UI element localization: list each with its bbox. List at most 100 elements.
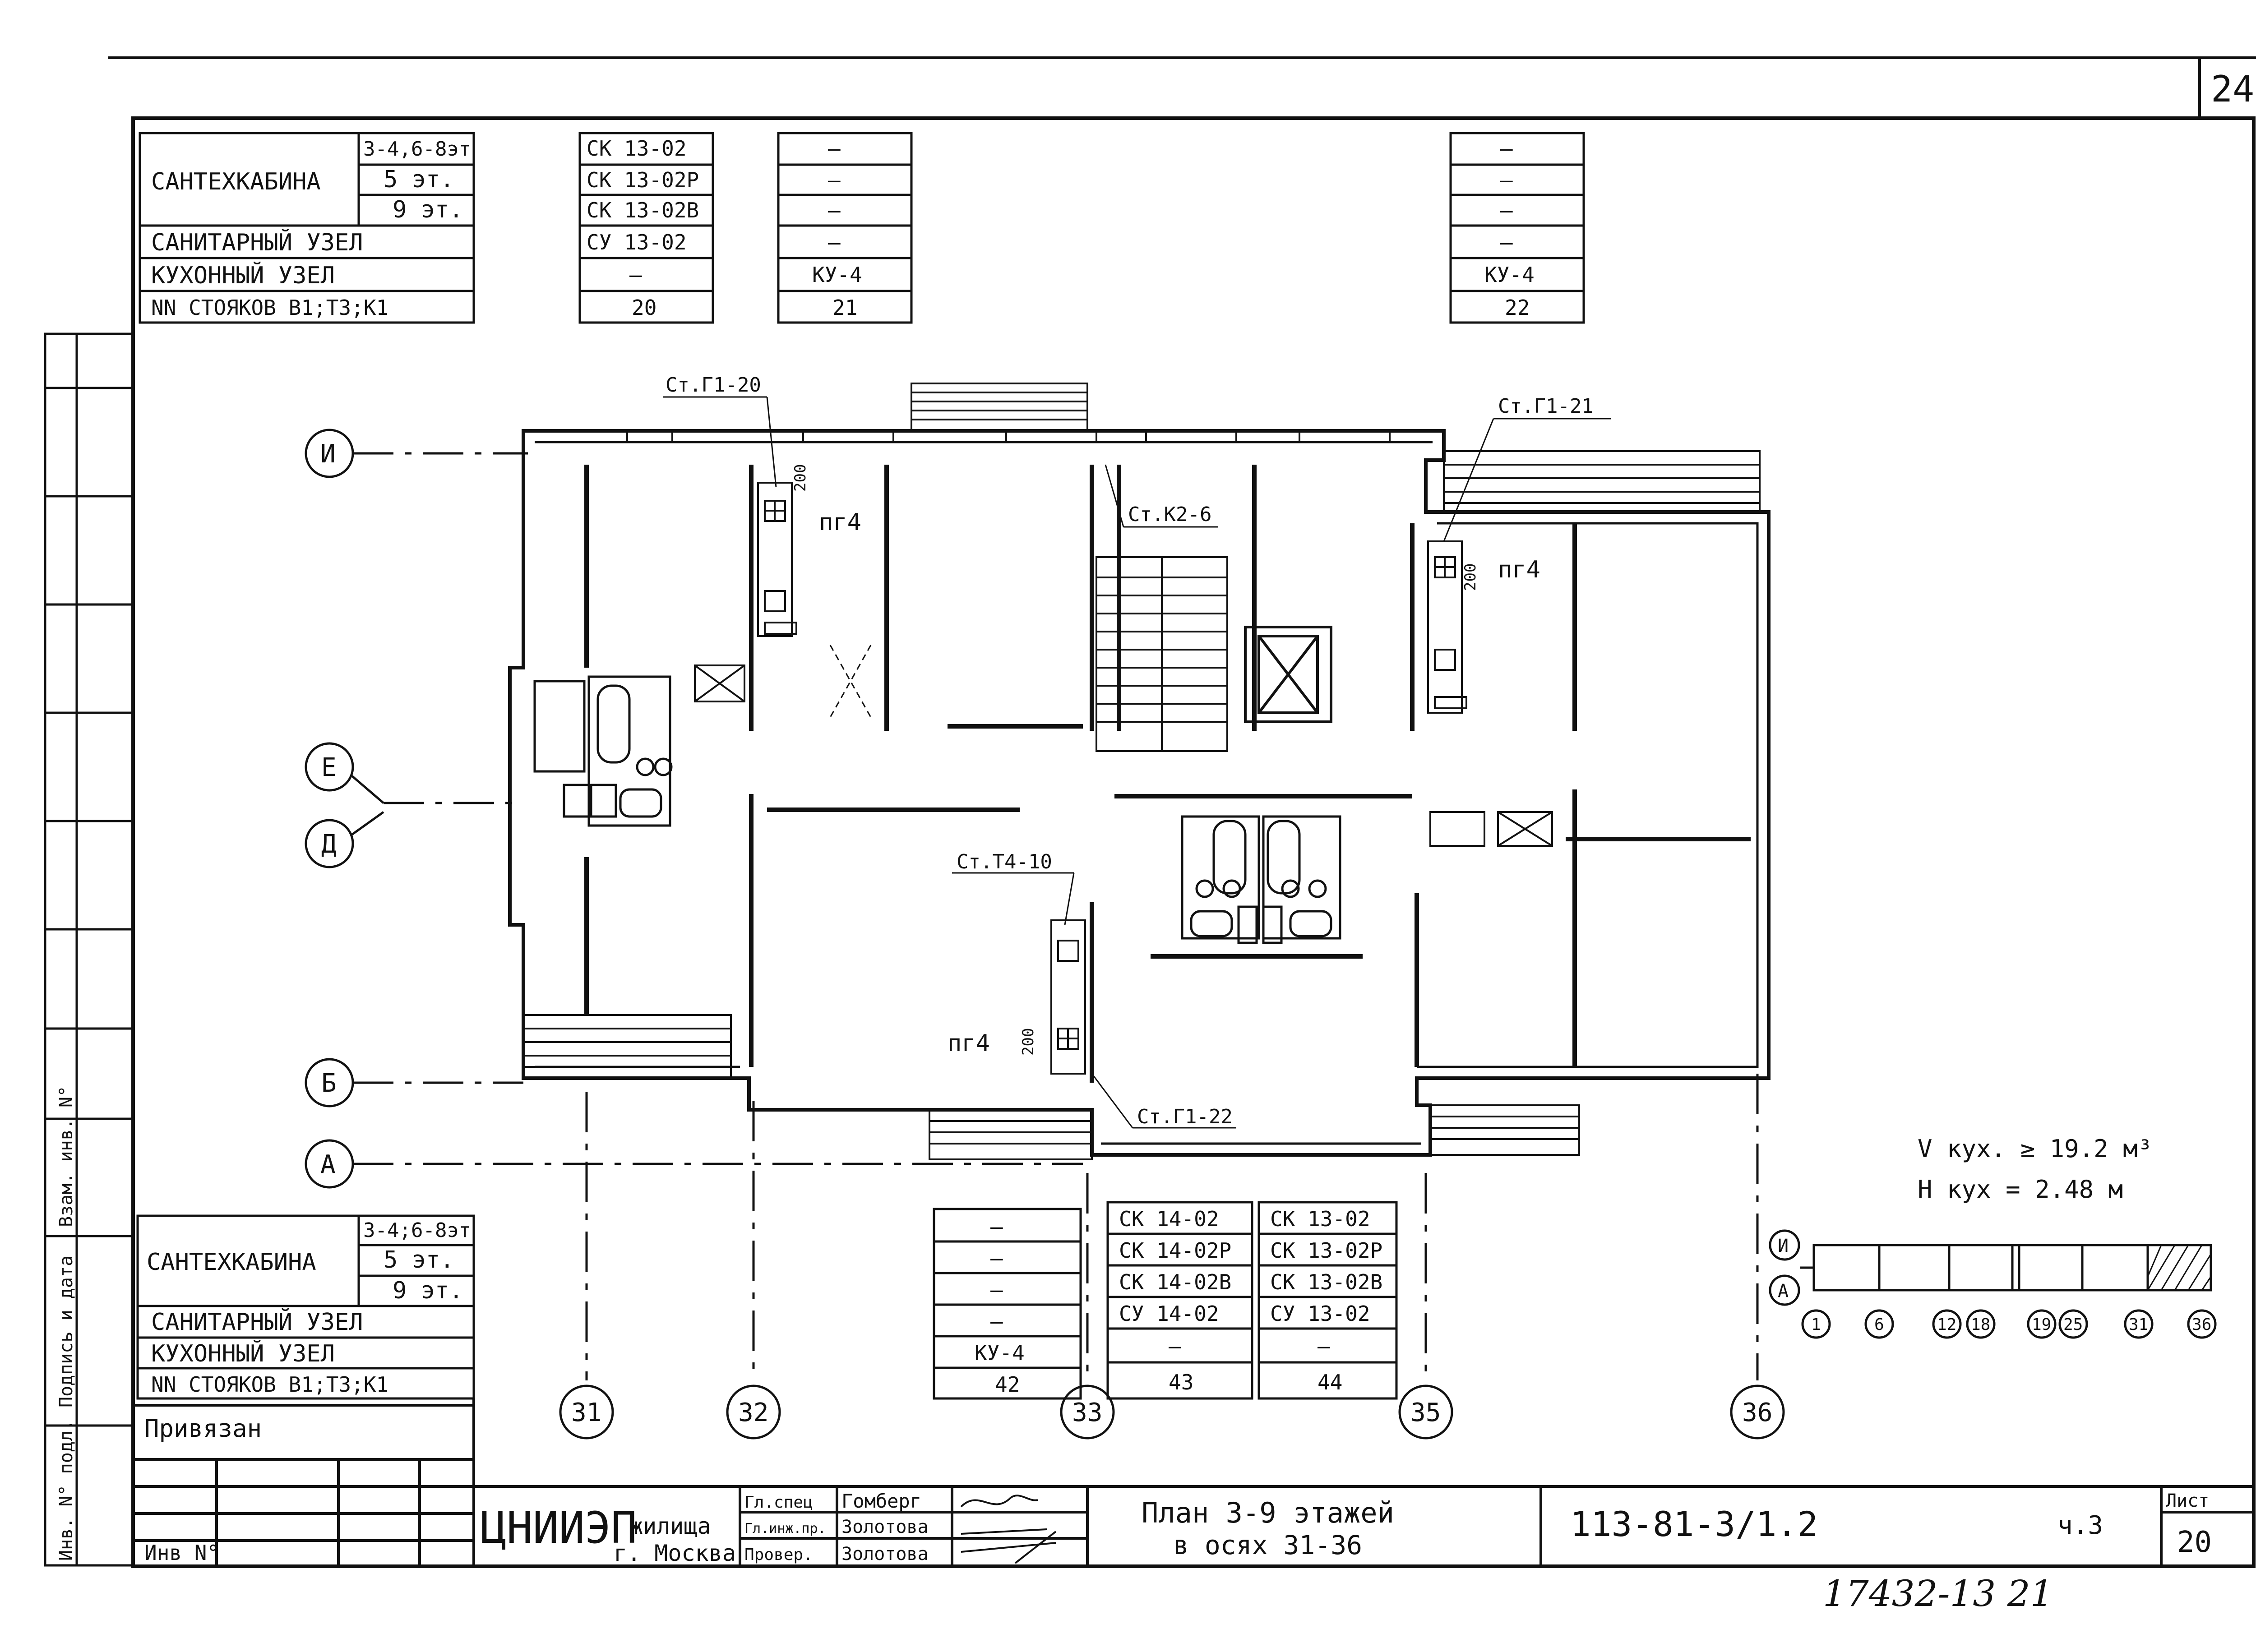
key-plan-hatch	[2147, 1244, 2212, 1291]
stamp-label-podl: Инв. N° подл.	[56, 1420, 77, 1561]
svg-text:18: 18	[1971, 1315, 1990, 1334]
axis-row-E: Е	[305, 742, 523, 804]
svg-text:Е: Е	[321, 753, 337, 782]
svg-text:20: 20	[632, 295, 656, 320]
org-main: ЦНИИЭП	[481, 1503, 637, 1553]
inv-label: Инв N°	[144, 1541, 219, 1565]
doc-code: 113-81-3/1.2	[1570, 1504, 1818, 1544]
svg-text:—: —	[828, 136, 841, 161]
title-block: Привязан Инв N° ЦНИИЭП жилища г. Москва …	[133, 1398, 2254, 1566]
top-balcony	[911, 383, 1088, 432]
org-city: г. Москва	[614, 1540, 736, 1566]
privyazan-label: Привязан	[144, 1414, 262, 1443]
svg-text:СК 13-02В: СК 13-02В	[587, 198, 699, 222]
tl-floor-3: 9 эт.	[393, 196, 463, 223]
bl-floor-1: 3-4;6-8эт	[363, 1219, 471, 1242]
svg-text:—: —	[990, 1309, 1003, 1334]
svg-text:СК 14-02: СК 14-02	[1119, 1207, 1219, 1231]
col-axes: 31 32 33 35 36	[559, 1074, 1785, 1440]
svg-text:—: —	[990, 1214, 1003, 1239]
svg-text:21: 21	[832, 295, 857, 320]
riser-g1-22: Ст.Г1-22	[1137, 1105, 1233, 1128]
axis-row-I: И	[305, 429, 528, 478]
tl-row-stoyaki: NN СТОЯКОВ В1;Т3;К1	[151, 295, 388, 320]
svg-text:36: 36	[1742, 1398, 1772, 1427]
door-swings	[829, 645, 872, 718]
table-bottom-col-42: — — — — КУ-4 42	[933, 1208, 1082, 1400]
svg-text:25: 25	[2063, 1315, 2083, 1334]
tl-row-sanuzel: САНИТАРНЫЙ УЗЕЛ	[151, 229, 363, 256]
svg-text:—: —	[629, 263, 642, 287]
vent-shafts	[694, 664, 1553, 847]
svg-text:12: 12	[1937, 1315, 1956, 1334]
table-bottom-col-44: СК 13-02 СК 13-02Р СК 13-02В СУ 13-02 — …	[1257, 1201, 1398, 1400]
svg-text:22: 22	[1505, 295, 1530, 320]
svg-text:СК 13-02: СК 13-02	[1270, 1207, 1370, 1231]
sheet-number: 20	[2177, 1526, 2212, 1559]
role-1: Гл.спец	[744, 1493, 813, 1512]
svg-text:СК 14-02Р: СК 14-02Р	[1119, 1238, 1231, 1263]
bl-floor-3: 9 эт.	[393, 1277, 463, 1304]
svg-text:СК 13-02: СК 13-02	[587, 136, 687, 161]
title-line-1: План 3-9 этажей	[1142, 1496, 1394, 1529]
bathroom-mid-left	[1181, 815, 1260, 940]
tl-floor-1: 3-4,6-8эт	[363, 138, 471, 161]
kitchen-top-left	[757, 482, 797, 637]
svg-text:31: 31	[571, 1398, 601, 1427]
svg-text:—: —	[1500, 198, 1513, 222]
svg-text:СК 14-02В: СК 14-02В	[1119, 1270, 1231, 1294]
dim-200-1: 200	[791, 464, 809, 492]
tl-row-santeh: САНТЕХКАБИНА	[151, 168, 321, 195]
table-top-col-20: СК 13-02 СК 13-02Р СК 13-02В СУ 13-02 — …	[578, 132, 714, 324]
svg-text:СК 13-02Р: СК 13-02Р	[1270, 1238, 1382, 1263]
axis-col-31: 31	[559, 1092, 614, 1440]
svg-text:СУ 13-02: СУ 13-02	[587, 230, 687, 254]
volume-line-1: V кух. ≥ 19.2 м³	[1918, 1135, 2152, 1163]
stairs	[1096, 556, 1228, 752]
svg-text:—: —	[1169, 1334, 1181, 1358]
shafts-mid	[1237, 905, 1283, 944]
svg-text:43: 43	[1169, 1370, 1193, 1394]
axis-row-A: А	[305, 1139, 1083, 1189]
riser-g1-21: Ст.Г1-21	[1498, 395, 1594, 418]
role-2: Гл.инж.пр.	[744, 1521, 826, 1537]
outer-wall	[508, 429, 1771, 1157]
axis-col-32: 32	[726, 1101, 781, 1440]
table-bottom-col-43: СК 14-02 СК 14-02Р СК 14-02В СУ 14-02 — …	[1106, 1201, 1253, 1400]
bottom-balcony-33	[929, 1109, 1093, 1160]
svg-text:6: 6	[1874, 1315, 1884, 1334]
signature	[960, 1495, 1057, 1564]
shafts-left	[563, 784, 617, 818]
bottom-left-balcony	[522, 1014, 732, 1079]
svg-text:И: И	[1778, 1236, 1789, 1256]
part-label: ч.3	[2057, 1511, 2103, 1540]
axis-row-B: Б	[305, 1058, 523, 1107]
name-3: Золотова	[841, 1544, 929, 1564]
svg-text:СК 13-02Р: СК 13-02Р	[587, 168, 699, 192]
svg-text:—: —	[1318, 1334, 1330, 1358]
svg-text:31: 31	[2129, 1315, 2148, 1334]
sheet-corner-number: 24	[2211, 68, 2254, 110]
svg-text:—: —	[828, 198, 841, 222]
svg-text:35: 35	[1410, 1398, 1441, 1427]
svg-text:—: —	[828, 168, 841, 192]
svg-text:А: А	[320, 1150, 336, 1179]
title-line-2: в осях 31-36	[1173, 1530, 1362, 1560]
sheet-label: Лист	[2166, 1490, 2209, 1511]
svg-text:—: —	[1500, 230, 1513, 254]
bl-row-sanuzel: САНИТАРНЫЙ УЗЕЛ	[151, 1308, 363, 1336]
svg-text:А: А	[1778, 1281, 1789, 1301]
stamp-label-vzam: Взам. инв. N°	[56, 1086, 77, 1227]
tl-floor-2: 5 эт.	[384, 166, 454, 193]
lift-shaft	[1244, 626, 1332, 723]
bottom-balcony-35	[1429, 1104, 1580, 1156]
svg-text:СК 13-02В: СК 13-02В	[1270, 1270, 1382, 1294]
kitchen-bottom	[1050, 919, 1086, 1075]
svg-text:КУ-4: КУ-4	[1484, 263, 1535, 287]
svg-text:1: 1	[1811, 1315, 1821, 1334]
table-top-col-22: — — — — КУ-4 22	[1449, 132, 1585, 324]
tl-row-kuhuzel: КУХОННЫЙ УЗЕЛ	[151, 262, 335, 289]
name-1: Гомберг	[841, 1490, 921, 1512]
